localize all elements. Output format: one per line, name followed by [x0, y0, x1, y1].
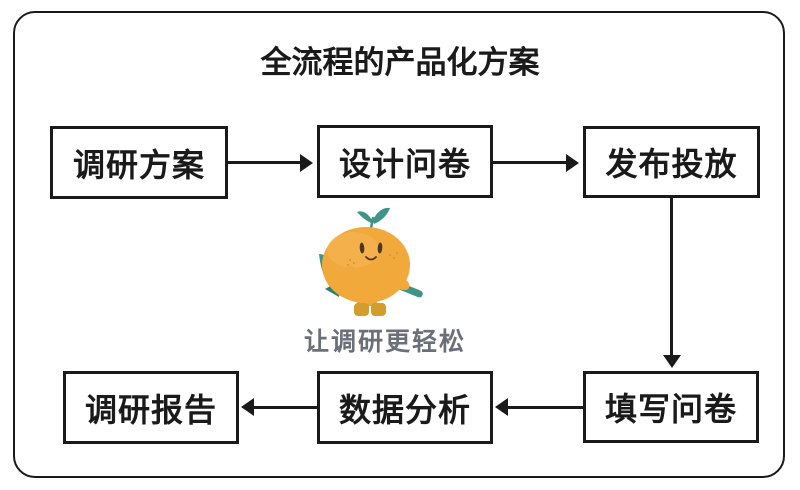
arrow-survey-to-design-head	[300, 153, 313, 172]
arrow-publish-to-fill-head	[662, 355, 681, 368]
arrow-analysis-to-report-head	[241, 397, 254, 416]
mascot-face	[346, 242, 399, 267]
arrow-analysis-to-report-line	[254, 406, 317, 409]
mascot-sprout	[357, 207, 390, 230]
flow-node-label: 填写问卷	[604, 391, 737, 427]
flow-node-label: 设计问卷	[338, 145, 471, 182]
flow-node-fill-questionnaire: 填写问卷	[583, 371, 759, 443]
flow-node-label: 发布投放	[605, 146, 738, 182]
mascot-orange-character	[319, 207, 423, 316]
arrow-publish-to-fill-line	[670, 198, 673, 355]
flow-node-label: 调研方案	[72, 146, 205, 183]
diagram-title: 全流程的产品化方案	[260, 45, 540, 80]
flow-node-publish-launch: 发布投放	[583, 126, 760, 198]
flow-node-design-questionnaire: 设计问卷	[317, 125, 493, 198]
flow-node-research-report: 调研报告	[63, 371, 239, 444]
flow-node-survey-plan: 调研方案	[50, 126, 228, 199]
flow-node-label: 数据分析	[338, 391, 471, 428]
mascot-tagline: 让调研更轻松	[303, 328, 466, 356]
arrow-fill-to-analysis-head	[495, 397, 508, 416]
arrow-survey-to-design-line	[228, 161, 301, 164]
arrow-design-to-publish-line	[493, 161, 567, 164]
arrow-design-to-publish-head	[566, 153, 579, 172]
flow-node-data-analysis: 数据分析	[317, 371, 493, 444]
flow-node-label: 调研报告	[84, 391, 217, 428]
arrow-fill-to-analysis-line	[508, 406, 583, 409]
mascot-body	[322, 227, 410, 303]
